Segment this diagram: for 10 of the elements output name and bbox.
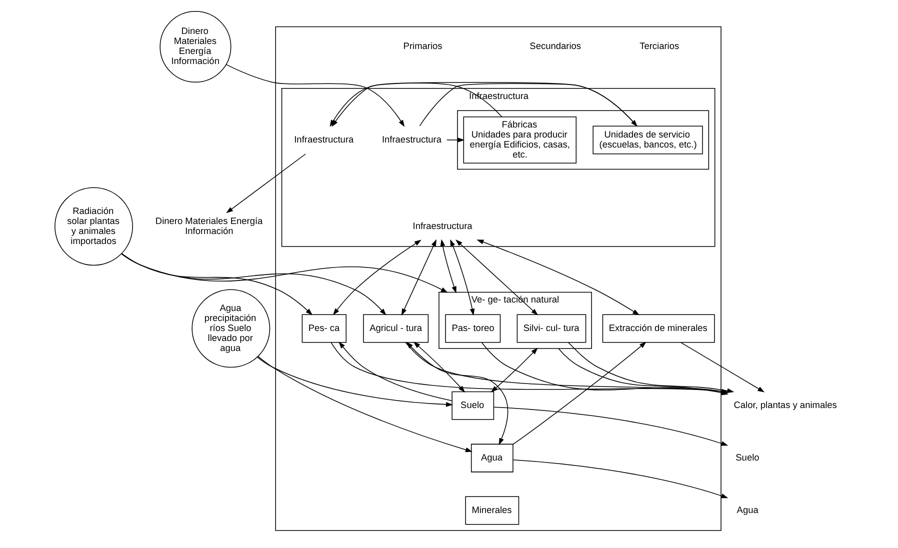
label: Secundarios	[529, 41, 581, 52]
label: Terciarios	[639, 41, 679, 52]
node-text: Infraestructura	[381, 134, 442, 144]
label: Primarios	[402, 41, 442, 52]
node-text: Calor, plantas y animales	[733, 400, 836, 410]
node-text: Infraestructura	[294, 134, 354, 144]
node-text: Infraestructura	[412, 220, 472, 231]
node-text: Dinero Materiales Energía Información	[154, 216, 262, 236]
node-text: Suelo	[735, 452, 759, 462]
node-text: Agua	[736, 504, 758, 515]
